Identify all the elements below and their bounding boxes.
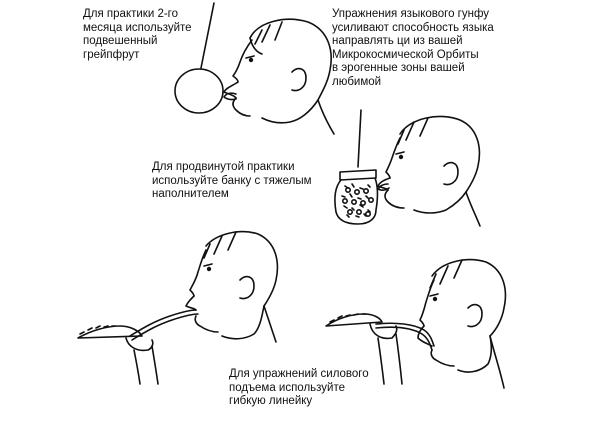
- caption-line: Для упражнений силового: [229, 368, 369, 380]
- caption-line: в эрогенные зоны вашей: [332, 62, 465, 74]
- grapefruit: [174, 68, 224, 114]
- caption-line: грейпфрут: [83, 48, 140, 61]
- caption-jar: Для продвинутой практики используйте бан…: [152, 161, 312, 202]
- caption-line: подъема используйте: [229, 381, 346, 394]
- caption-line: наполнителем: [152, 188, 229, 200]
- caption-line: Микрокосмической Орбиты: [332, 48, 479, 61]
- caption-line: направлять ци из вашей: [332, 35, 463, 47]
- caption-line: Для продвинутой практики: [152, 161, 295, 173]
- caption-line: подвешенный: [83, 35, 158, 47]
- caption-line: Для практики 2-го: [83, 8, 179, 20]
- caption-kungfu: Упражнения языкового гунфу усиливают спо…: [332, 8, 494, 89]
- caption-line: используйте банку с тяжелым: [152, 174, 312, 187]
- caption-line: гибкую линейку: [229, 395, 313, 407]
- figure-ruler-head-left: [77, 230, 279, 385]
- figure-grapefruit-head: [174, 2, 335, 135]
- caption-grapefruit: Для практики 2-го месяца используйте под…: [83, 8, 192, 62]
- figure-ruler-head-right: [325, 258, 507, 389]
- caption-line: любимой: [332, 75, 382, 88]
- caption-line: усиливают способность языка: [332, 21, 494, 34]
- caption-ruler: Для упражнений силового подъема использу…: [229, 368, 369, 409]
- heavy-jar: [334, 169, 379, 225]
- figure-jar-head: [334, 109, 481, 227]
- caption-line: месяца используйте: [83, 21, 192, 34]
- caption-line: Упражнения языкового гунфу: [332, 8, 490, 20]
